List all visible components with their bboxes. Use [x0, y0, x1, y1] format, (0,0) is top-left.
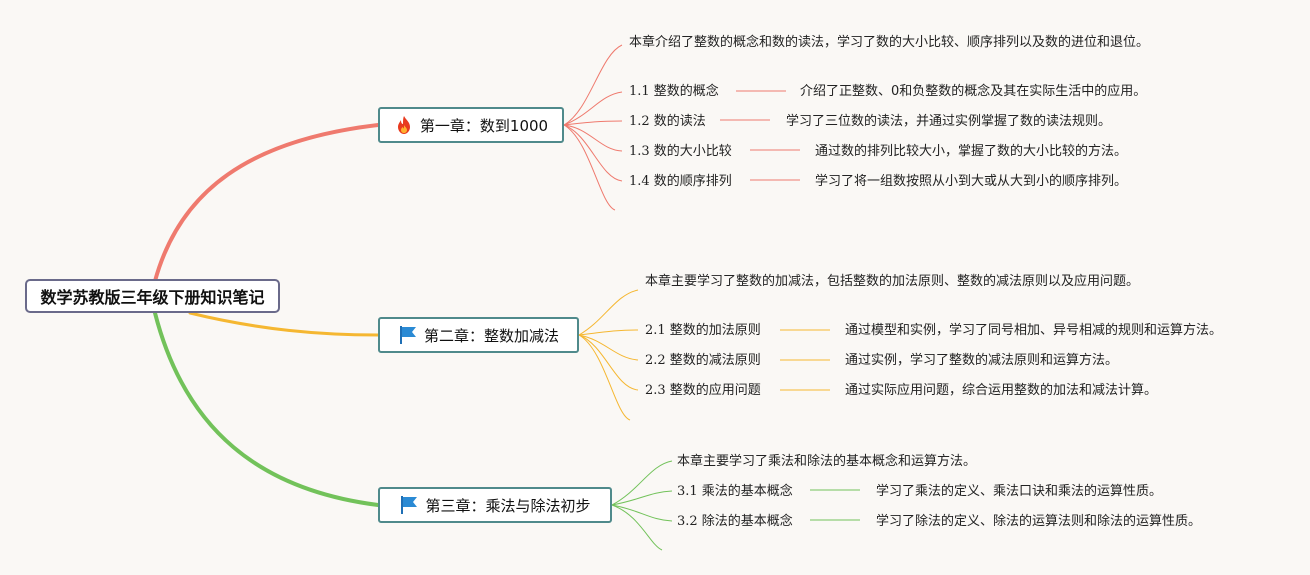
chapter3-intro: 本章主要学习了乘法和除法的基本概念和运算方法。 — [677, 454, 977, 469]
chapter1-item2-desc: 学习了三位数的读法，并通过实例掌握了数的读法规则。 — [786, 114, 1112, 129]
sub-branches-chapter2 — [578, 289, 830, 421]
chapter1-item3-label: 1.3 数的大小比较 — [629, 144, 732, 159]
chapter1-intro: 本章介绍了整数的概念和数的读法，学习了数的大小比较、顺序排列以及数的进位和退位。 — [629, 35, 1150, 50]
fire-icon — [394, 115, 414, 135]
chapter2-item1-label: 2.1 整数的加法原则 — [645, 323, 761, 338]
chapter2-title: 第二章：整数加减法 — [423, 326, 559, 345]
chapter2-item2-desc: 通过实例，学习了整数的减法原则和运算方法。 — [845, 353, 1119, 368]
chapter1-topic[interactable]: 第一章：数到1000 — [378, 107, 564, 143]
sub-branches-chapter3 — [611, 460, 860, 551]
branch-chapter2 — [188, 311, 380, 337]
chapter2-intro: 本章主要学习了整数的加减法，包括整数的加法原则、整数的减法原则以及应用问题。 — [645, 274, 1140, 289]
chapter3-item1-desc: 学习了乘法的定义、乘法口诀和乘法的运算性质。 — [876, 484, 1163, 499]
branch-chapter1 — [153, 123, 380, 283]
chapter3-item2-desc: 学习了除法的定义、除法的运算法则和除法的运算性质。 — [876, 514, 1202, 529]
chapter1-title: 第一章：数到1000 — [419, 116, 549, 135]
chapter2-item2-label: 2.2 整数的减法原则 — [645, 353, 761, 368]
branch-chapter3 — [153, 311, 380, 507]
chapter2-item1-desc: 通过模型和实例，学习了同号相加、异号相减的规则和运算方法。 — [845, 323, 1223, 338]
root-title: 数学苏教版三年级下册知识笔记 — [40, 288, 265, 307]
chapter1-item2-label: 1.2 数的读法 — [629, 114, 706, 129]
chapter1-item1-desc: 介绍了正整数、0和负整数的概念及其在实际生活中的应用。 — [800, 84, 1147, 99]
chapter3-item2-label: 3.2 除法的基本概念 — [677, 514, 793, 529]
chapter1-item4-desc: 学习了将一组数按照从小到大或从大到小的顺序排列。 — [815, 174, 1128, 189]
chapter1-item3-desc: 通过数的排列比较大小，掌握了数的大小比较的方法。 — [815, 144, 1128, 159]
chapter1-item4-label: 1.4 数的顺序排列 — [629, 174, 732, 189]
chapter3-title: 第三章：乘法与除法初步 — [425, 496, 591, 515]
chapter3-item1-label: 3.1 乘法的基本概念 — [677, 484, 793, 499]
chapter2-item3-label: 2.3 整数的应用问题 — [645, 383, 761, 398]
chapter2-topic[interactable]: 第二章：整数加减法 — [378, 317, 579, 353]
flag-icon — [398, 325, 418, 345]
chapter2-item3-desc: 通过实际应用问题，综合运用整数的加法和减法计算。 — [845, 383, 1158, 398]
flag-icon — [399, 495, 419, 515]
sub-branches-chapter1 — [563, 44, 800, 211]
chapter1-item1-label: 1.1 整数的概念 — [629, 84, 719, 99]
chapter3-topic[interactable]: 第三章：乘法与除法初步 — [378, 487, 612, 523]
root-topic[interactable]: 数学苏教版三年级下册知识笔记 — [25, 279, 280, 313]
